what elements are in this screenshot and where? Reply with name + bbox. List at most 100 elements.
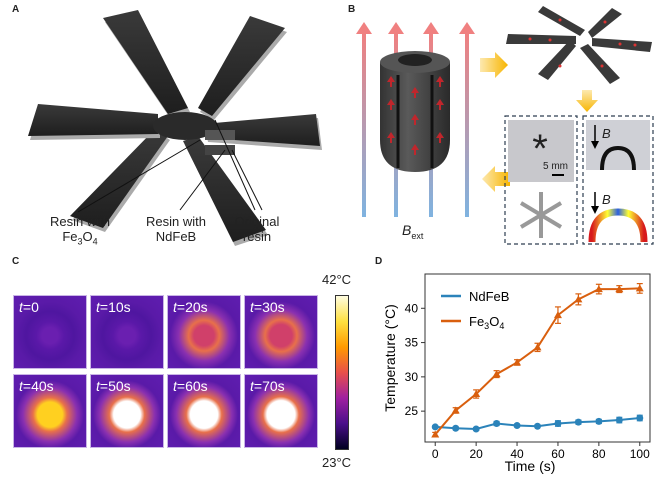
frame-time-label: t=50s bbox=[96, 378, 131, 394]
star-photo bbox=[508, 120, 574, 182]
scale-bar-label: 5 mm bbox=[543, 161, 568, 172]
data-point bbox=[452, 424, 460, 432]
arrow-right-icon bbox=[480, 52, 508, 78]
data-point bbox=[492, 370, 501, 378]
time-value: =10s bbox=[99, 299, 131, 315]
label-original-resin: Original resin bbox=[222, 214, 292, 244]
legend: NdFeB Fe3O4 bbox=[441, 289, 509, 331]
cylinder-mold bbox=[380, 51, 450, 172]
data-point bbox=[574, 418, 582, 426]
thermal-frame: t=50s bbox=[90, 374, 164, 448]
data-point bbox=[513, 422, 521, 430]
force-label-photo: B bbox=[602, 126, 611, 141]
x-tick-label: 80 bbox=[592, 447, 606, 461]
frame-time-label: t=70s bbox=[250, 378, 285, 394]
data-point bbox=[513, 358, 522, 366]
plot-frame bbox=[424, 273, 651, 443]
magnetization-schematic: * bbox=[356, 6, 654, 245]
time-symbol: t bbox=[173, 299, 177, 315]
o-text: O bbox=[82, 229, 93, 244]
y-axis-label: Temperature (°C) bbox=[382, 304, 398, 412]
mesh-star bbox=[519, 192, 563, 238]
frame-time-label: t=0 bbox=[19, 299, 39, 315]
colorbar bbox=[335, 295, 349, 450]
series-line bbox=[434, 287, 640, 436]
y-tick-label: 30 bbox=[405, 370, 419, 384]
data-point bbox=[533, 343, 542, 351]
star-arms bbox=[28, 10, 322, 246]
time-symbol: t bbox=[250, 299, 254, 315]
data-point bbox=[574, 295, 583, 303]
frame-time-label: t=60s bbox=[173, 378, 208, 394]
x-tick-label: 20 bbox=[469, 447, 483, 461]
time-value: =40s bbox=[22, 378, 54, 394]
field-label: Bext bbox=[402, 222, 423, 241]
data-point bbox=[635, 284, 644, 292]
data-point bbox=[554, 419, 562, 427]
time-symbol: t bbox=[96, 378, 100, 394]
down-arrow-icon bbox=[591, 192, 599, 214]
y-tick-label: 25 bbox=[405, 404, 419, 418]
data-point bbox=[431, 423, 439, 431]
legend-ndfeb: NdFeB bbox=[469, 289, 509, 304]
panel-b-letter: B bbox=[348, 4, 356, 15]
time-symbol: t bbox=[250, 378, 254, 394]
data-point bbox=[534, 422, 541, 430]
data-point bbox=[595, 417, 603, 425]
bent-star bbox=[600, 145, 636, 171]
x-axis-label: Time (s) bbox=[505, 458, 556, 474]
thermal-frame: t=60s bbox=[167, 374, 241, 448]
frame-time-label: t=40s bbox=[19, 378, 54, 394]
time-value: =0 bbox=[22, 299, 39, 315]
x-tick-label: 0 bbox=[432, 447, 439, 461]
sub-4: 4 bbox=[92, 236, 98, 247]
data-point bbox=[472, 390, 481, 397]
data-point bbox=[451, 406, 460, 414]
thermal-frame: t=0 bbox=[13, 295, 87, 369]
time-symbol: t bbox=[19, 299, 23, 315]
force-label-sim: B bbox=[602, 192, 611, 207]
sub-3: 3 bbox=[77, 236, 83, 247]
y-tick-label: 35 bbox=[405, 336, 419, 350]
label-line: Original bbox=[234, 214, 280, 229]
thermal-frame: t=10s bbox=[90, 295, 164, 369]
inset-photo-box bbox=[504, 115, 578, 245]
colorbar-max-label: 42°C bbox=[322, 272, 352, 287]
field-b: B bbox=[402, 222, 412, 238]
resin-star-illustration bbox=[28, 10, 322, 246]
label-line: Resin with bbox=[146, 214, 206, 229]
series-fe3o4 bbox=[431, 283, 644, 438]
colorbar-min-label: 23°C bbox=[322, 455, 352, 470]
x-tick-label: 40 bbox=[510, 447, 524, 461]
series-ndfeb bbox=[431, 414, 644, 433]
panel-a-letter: A bbox=[12, 4, 20, 15]
frame-time-label: t=10s bbox=[96, 299, 131, 315]
magnetized-star bbox=[506, 6, 652, 84]
time-value: =50s bbox=[99, 378, 131, 394]
frame-time-label: t=30s bbox=[250, 299, 285, 315]
data-point bbox=[493, 419, 501, 427]
data-point bbox=[594, 285, 603, 293]
fe-text: Fe bbox=[62, 229, 78, 244]
down-arrow-icon bbox=[591, 125, 599, 149]
scale-bar bbox=[552, 174, 564, 176]
time-symbol: t bbox=[96, 299, 100, 315]
legend-fe3o4: Fe3O4 bbox=[469, 314, 504, 331]
inset-deformation-box bbox=[582, 115, 654, 245]
data-point bbox=[553, 311, 562, 319]
data-point bbox=[615, 285, 624, 293]
data-point bbox=[472, 425, 480, 433]
thermal-frame: t=40s bbox=[13, 374, 87, 448]
panel-d-letter: D bbox=[375, 256, 383, 267]
time-symbol: t bbox=[173, 378, 177, 394]
x-tick-label: 100 bbox=[630, 447, 650, 461]
time-value: =30s bbox=[253, 299, 285, 315]
simulation-bent-star bbox=[588, 208, 648, 243]
time-value: =20s bbox=[176, 299, 208, 315]
time-symbol: t bbox=[19, 378, 23, 394]
field-sub: ext bbox=[411, 230, 424, 241]
label-line: NdFeB bbox=[155, 229, 197, 244]
label-line: Fe3O4 bbox=[40, 229, 120, 250]
y-tick-label: 40 bbox=[405, 301, 419, 315]
